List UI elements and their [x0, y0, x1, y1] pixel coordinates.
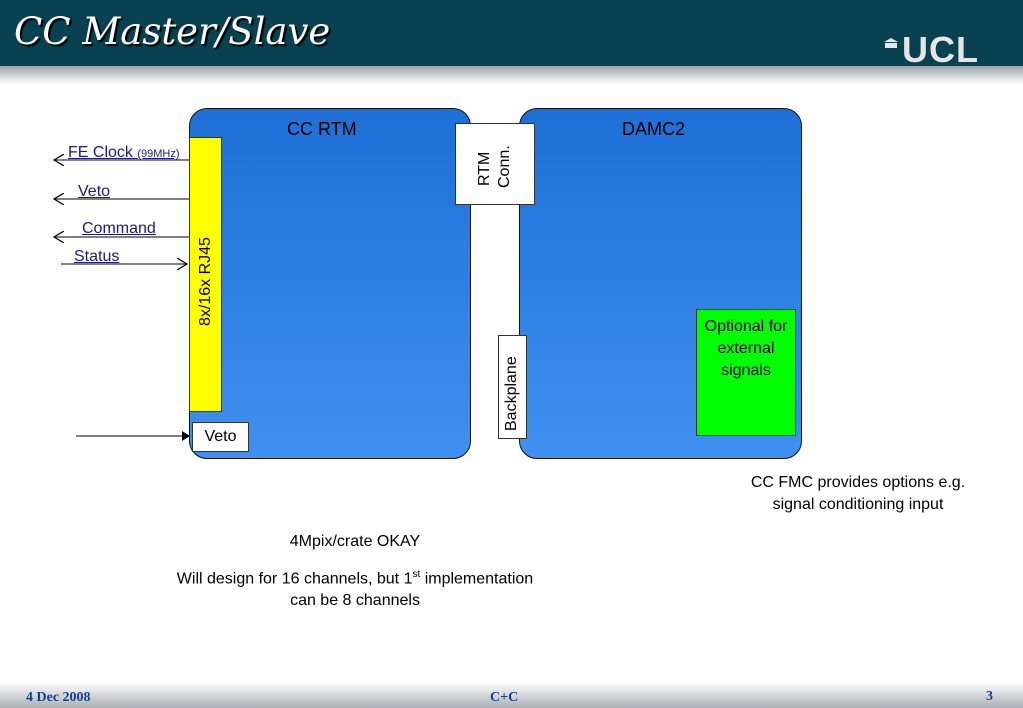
page-number: 3 [986, 689, 993, 704]
crate-note: 4Mpix/crate OKAY [289, 533, 421, 550]
design-note: Will design for 16 channels, but 1st imp… [130, 564, 580, 612]
rj45-label: 8x/16x RJ45 [197, 237, 214, 326]
veto-input-box: Veto [192, 422, 249, 452]
footer-center: C+C [490, 690, 519, 705]
damc2-label: DAMC2 [622, 119, 686, 139]
fmc-note-line-2: signal conditioning input [772, 496, 944, 513]
design-note-line-1: Will design for 16 channels, but 1st imp… [130, 564, 580, 590]
rtm-connector-label-1: RTM [476, 151, 493, 186]
ucl-portico-icon [884, 38, 898, 48]
title-bar [0, 0, 1023, 66]
veto-input-label: Veto [204, 428, 237, 445]
cc-rtm-label: CC RTM [287, 119, 357, 139]
backplane-box [498, 335, 527, 439]
design-note-prefix: Will design for 16 channels, but 1 [176, 570, 413, 588]
cc-rtm-box [189, 108, 471, 459]
design-note-line-2: can be 8 channels [290, 592, 420, 610]
rtm-connector-label-2: Conn. [496, 145, 513, 188]
backplane-label: Backplane [503, 356, 520, 431]
fe-clock-label: FE Clock (99MHz) [68, 144, 180, 162]
optional-fmc-box: Optional for external signals [696, 309, 796, 436]
footer-date: 4 Dec 2008 [26, 690, 91, 705]
slide-title: CC Master/Slave [14, 10, 331, 53]
title-bar-shadow [0, 66, 1023, 84]
optional-fmc-label: Optional for external signals [704, 318, 788, 379]
footer-bar [0, 682, 1023, 708]
rtm-connector-box [455, 123, 535, 205]
fe-clock-frequency: (99MHz) [137, 148, 180, 160]
command-signal-label: Command [82, 220, 156, 237]
design-note-superscript: st [412, 569, 421, 580]
fe-clock-text: FE Clock [68, 144, 138, 161]
fmc-note: CC FMC provides options e.g. signal cond… [710, 472, 1006, 516]
ucl-logo: UCL [902, 29, 979, 70]
rj45-connector-strip [189, 137, 222, 412]
status-signal-label: Status [74, 248, 120, 265]
veto-signal-label: Veto [78, 183, 111, 200]
fmc-note-line-1: CC FMC provides options e.g. [750, 474, 966, 491]
design-note-suffix: implementation [420, 570, 534, 588]
connector-gap [471, 204, 519, 336]
